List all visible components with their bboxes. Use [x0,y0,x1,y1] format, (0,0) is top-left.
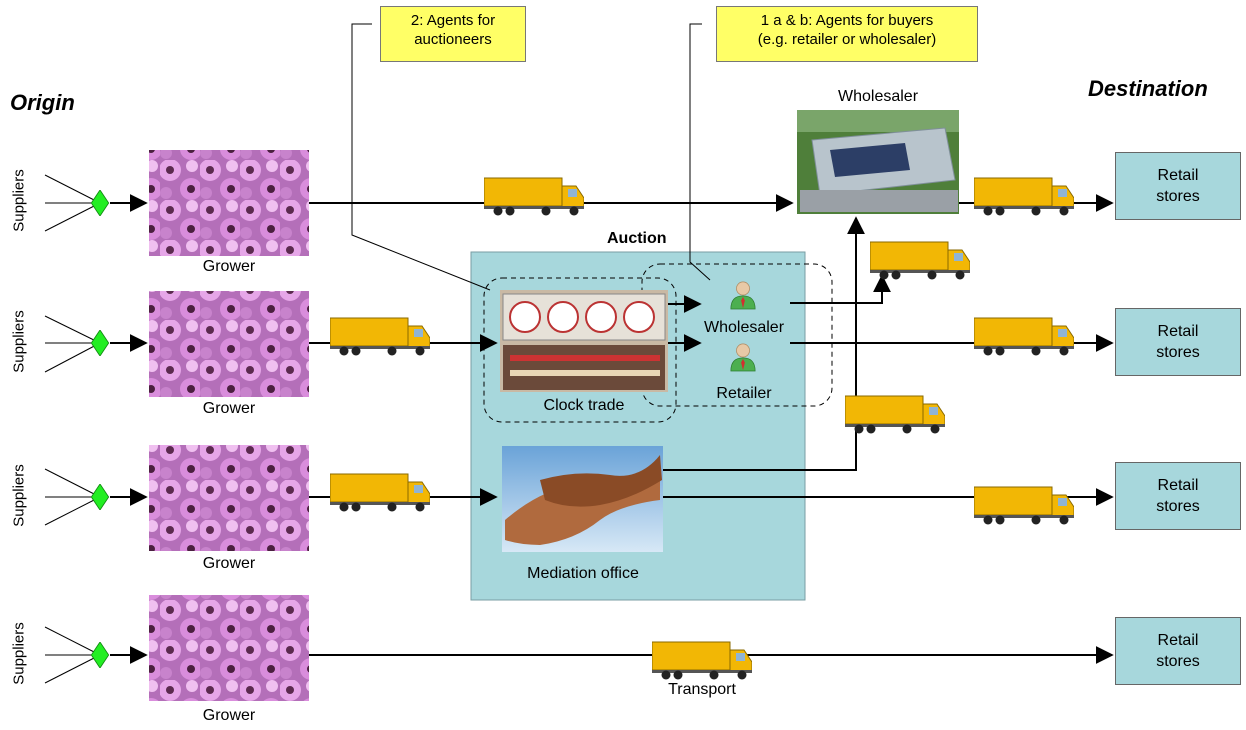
grower-label: Grower [202,400,256,417]
row-3 [44,445,309,551]
flower-photo [149,291,309,397]
note-buyers-line1: 1 a & b: Agents for buyers [760,12,934,29]
wholesaler-buyer-label: Wholesaler [703,319,785,336]
flow-buyer-to-wholesaler [790,274,891,304]
truck-icon [330,473,430,512]
retail-store-box: Retail stores [1115,308,1241,376]
transport-label: Transport [668,681,736,698]
warehouse-photo [797,110,959,214]
note-auctioneers: 2: Agents for auctioneers [380,6,526,62]
row-2 [44,291,309,397]
suppliers-label: Suppliers [10,310,28,373]
note-auctioneers-line2: auctioneers [414,31,492,48]
auction-label: Auction [607,230,667,247]
retail-store-box: Retail stores [1115,152,1241,220]
truck-icon [484,177,584,216]
handshake-photo [502,446,663,552]
note-buyers: 1 a & b: Agents for buyers (e.g. retaile… [716,6,978,62]
row-1 [44,150,309,256]
grower-label: Grower [202,555,256,572]
retail-line2: stores [1156,188,1200,205]
flower-photo [149,595,309,701]
grower-label: Grower [202,707,256,724]
truck-icon [974,317,1074,356]
grower-label: Grower [202,258,256,275]
buyers-callout-line [689,23,711,281]
suppliers-label: Suppliers [10,464,28,527]
truck-icon [845,395,945,434]
diamond-icon [90,330,110,356]
retail-line2: stores [1156,344,1200,361]
suppliers-label: Suppliers [10,169,28,232]
flow-mediation-up [663,430,857,471]
truck-icon [870,241,970,280]
retail-line2: stores [1156,653,1200,670]
flower-photo [149,445,309,551]
retail-store-box: Retail stores [1115,617,1241,685]
auctioneers-callout-line [351,23,491,291]
truck-icon [974,486,1074,525]
retail-line1: Retail [1157,323,1199,340]
flower-photo [149,150,309,256]
wholesaler-top-label: Wholesaler [837,88,919,105]
mediation-office-label: Mediation office [527,565,639,582]
note-buyers-line2: (e.g. retailer or wholesaler) [757,31,937,48]
diamond-icon [90,642,110,668]
retail-store-box: Retail stores [1115,462,1241,530]
origin-title: Origin [10,90,75,115]
row-4 [44,595,309,701]
retail-line1: Retail [1157,167,1199,184]
note-auctioneers-line1: 2: Agents for [410,12,496,29]
truck-icon [330,317,430,356]
diamond-icon [90,190,110,216]
diamond-icon [90,484,110,510]
clock-trade-label: Clock trade [543,397,625,414]
retail-line1: Retail [1157,632,1199,649]
destination-title: Destination [1088,76,1208,101]
retail-line2: stores [1156,498,1200,515]
truck-icon [652,641,752,680]
retail-line1: Retail [1157,477,1199,494]
retailer-buyer-label: Retailer [716,385,772,402]
clock-photo [500,290,668,392]
suppliers-label: Suppliers [10,622,28,685]
truck-icon [974,177,1074,216]
